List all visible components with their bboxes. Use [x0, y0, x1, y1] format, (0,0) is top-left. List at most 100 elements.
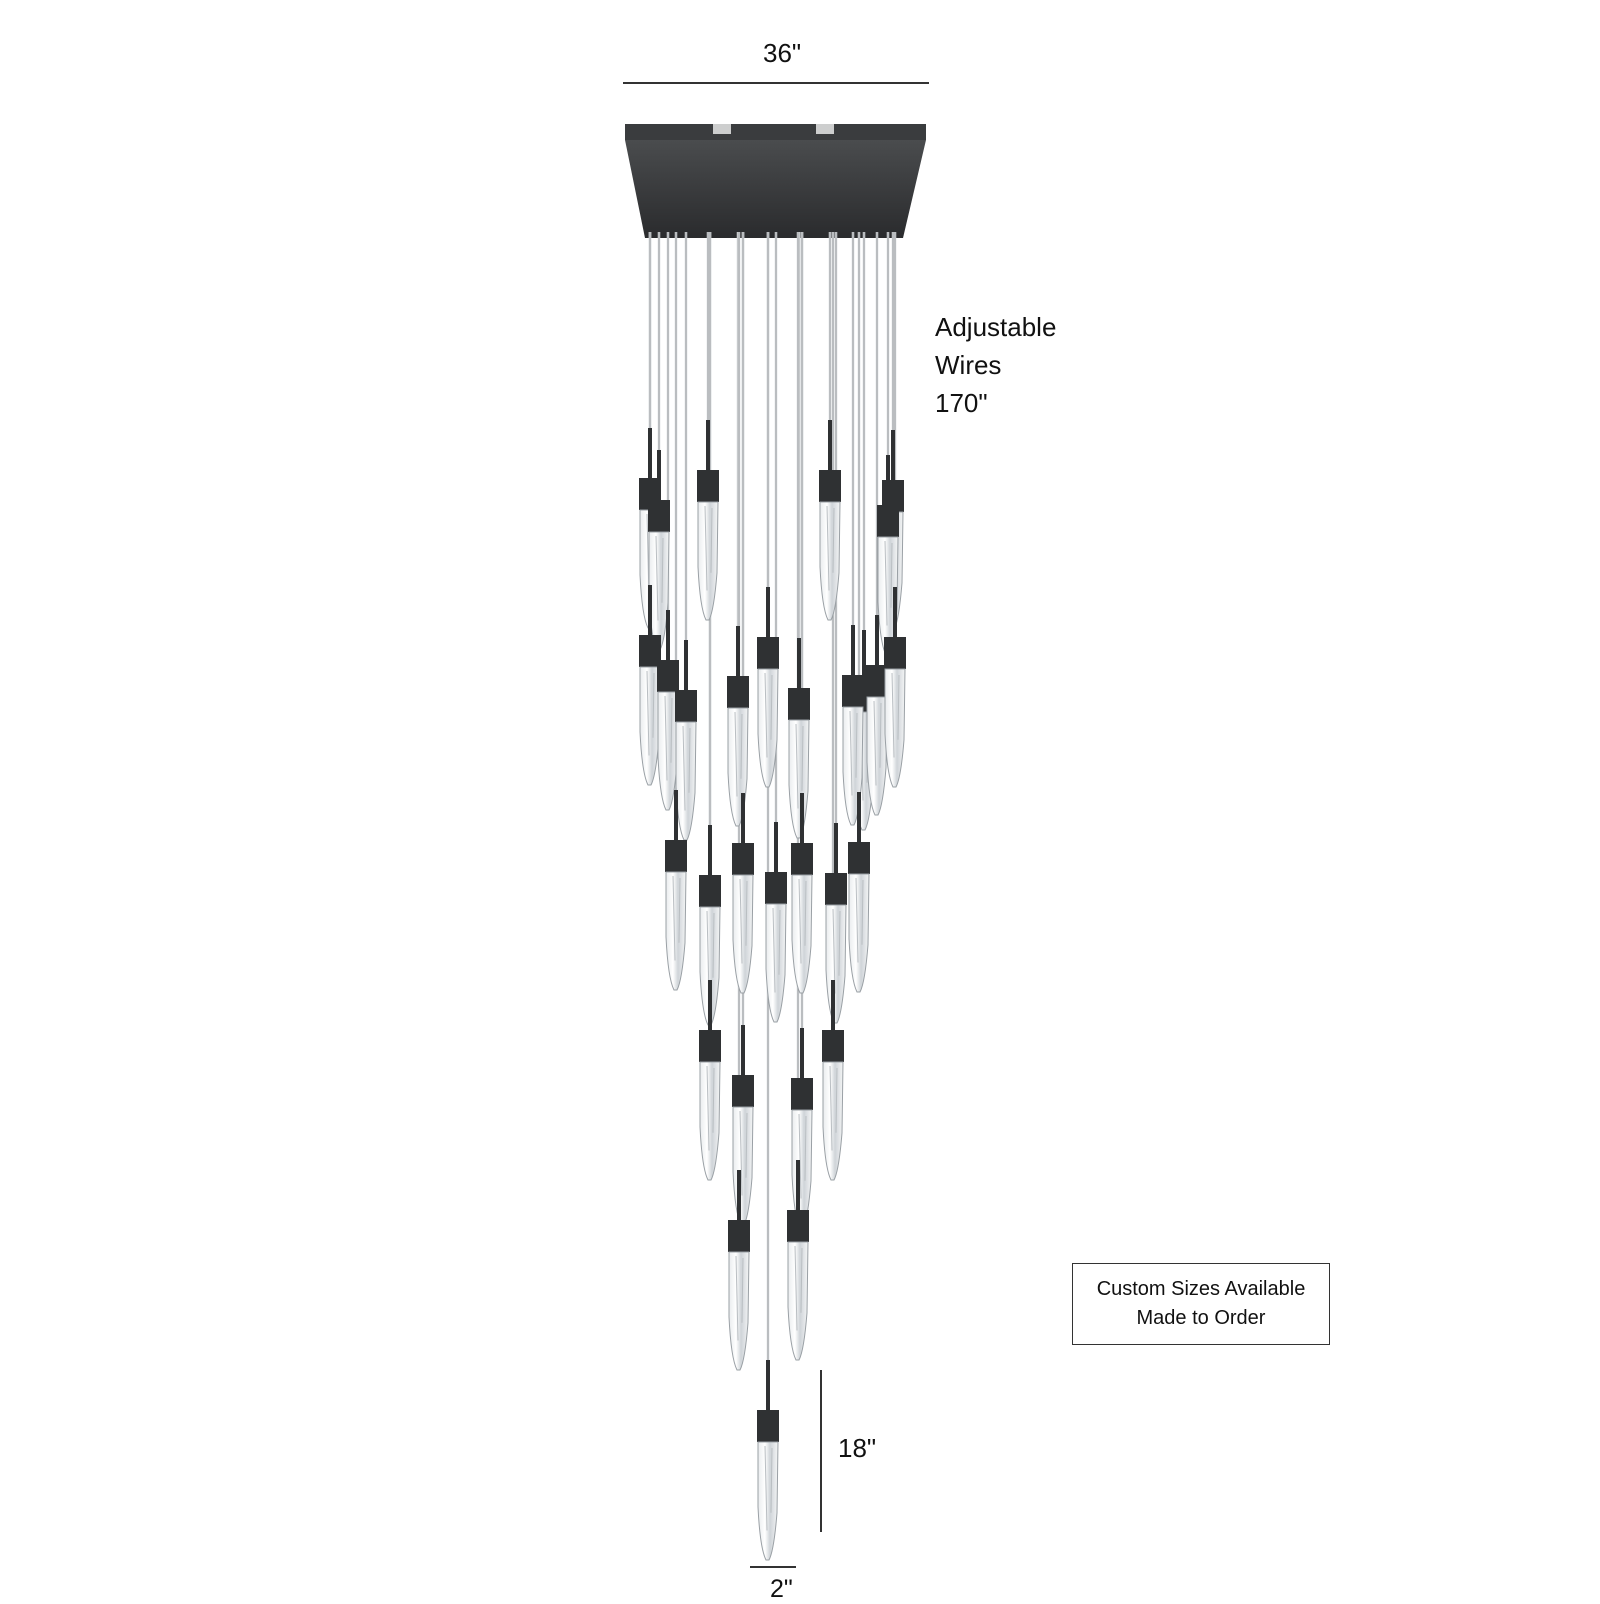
- pendant-cap: [665, 840, 687, 872]
- pendant-cap: [866, 665, 888, 697]
- pendant-17: [665, 790, 687, 991]
- pendant-24: [699, 980, 721, 1181]
- pendant-19: [732, 793, 754, 994]
- pendant-cap: [877, 505, 899, 537]
- pendant-9: [675, 640, 697, 841]
- pendant-cap: [732, 843, 754, 875]
- canopy-connector-right: [816, 124, 834, 134]
- pendant-cap: [788, 688, 810, 720]
- pendant-glass: [732, 1106, 754, 1226]
- pendant-glass-facet: [794, 1245, 803, 1331]
- pendant-22: [825, 823, 847, 1024]
- pendant-20: [765, 822, 787, 1023]
- pendant-rod: [774, 822, 778, 872]
- pendant-glass-facet: [706, 1065, 715, 1151]
- pendant-23: [848, 792, 870, 993]
- pendant-glass-facet: [704, 505, 713, 591]
- pendant-28: [728, 1170, 750, 1371]
- pendant-cap: [819, 470, 841, 502]
- pendant-glass: [757, 668, 779, 788]
- pendant-glass-facet: [849, 710, 858, 796]
- pendant-glass-facet: [764, 672, 773, 758]
- pendant-cap: [848, 842, 870, 874]
- pendant-rod: [857, 792, 861, 842]
- pendant-rod: [737, 1170, 741, 1220]
- pendant-rod: [796, 1160, 800, 1210]
- pendant-rod: [800, 793, 804, 843]
- pendant-rod: [862, 630, 866, 680]
- pendant-glass: [665, 871, 687, 991]
- width-dimension-label: 36": [763, 38, 802, 68]
- wires-label-line-3: 170": [935, 388, 988, 418]
- pendant-cap: [697, 470, 719, 502]
- pendant-rod: [766, 587, 770, 637]
- pendant-25: [732, 1025, 754, 1226]
- pendant-rod: [674, 790, 678, 840]
- pendant-glass-facet: [891, 672, 900, 758]
- pendant-glass-facet: [734, 711, 743, 797]
- pendant-glass-facet: [655, 535, 664, 621]
- pendant-12: [788, 638, 810, 839]
- pendant-26: [791, 1028, 813, 1229]
- pendant-rod: [648, 428, 652, 478]
- pendant-rod: [834, 823, 838, 873]
- pendant-glass: [825, 904, 847, 1024]
- pendant-glass: [819, 501, 841, 621]
- pendant-rod: [875, 615, 879, 665]
- pendant-glass-facet: [829, 1065, 838, 1151]
- pendant-cap: [884, 637, 906, 669]
- pendant-cap: [675, 690, 697, 722]
- pendant-cap: [825, 873, 847, 905]
- pendant-length-label: 18": [838, 1433, 877, 1463]
- pendant-glass: [848, 873, 870, 993]
- pendant-8: [657, 610, 679, 811]
- canopy-face: [625, 140, 926, 238]
- pendant-glass-facet: [672, 875, 681, 961]
- pendant-rod: [741, 1025, 745, 1075]
- pendant-glass-facet: [646, 670, 655, 756]
- pendant-width-dimension-line: [750, 1566, 796, 1568]
- pendant-glass-facet: [855, 877, 864, 963]
- pendant-cap: [791, 1078, 813, 1110]
- pendant-rod: [800, 1028, 804, 1078]
- pendant-cap: [699, 1030, 721, 1062]
- pendant-rod: [706, 420, 710, 470]
- pendant-glass-facet: [739, 1110, 748, 1196]
- canopy-connector-left: [713, 124, 731, 134]
- pendant-rod: [797, 638, 801, 688]
- pendant-glass: [732, 874, 754, 994]
- pendant-glass: [866, 696, 888, 816]
- pendant-glass-facet: [764, 1445, 773, 1531]
- pendant-cap: [757, 1410, 779, 1442]
- pendant-cap: [727, 676, 749, 708]
- pendant-glass: [788, 719, 810, 839]
- pendant-rod: [657, 450, 661, 500]
- custom-sizes-note: Custom Sizes Available Made to Order: [1072, 1263, 1330, 1345]
- pendant-29: [787, 1160, 809, 1361]
- pendant-rod: [736, 626, 740, 676]
- pendant-glass-facet: [772, 907, 781, 993]
- pendant-rod: [886, 455, 890, 505]
- pendant-glass: [791, 874, 813, 994]
- pendant-cap: [657, 660, 679, 692]
- pendant-30: [757, 1360, 779, 1561]
- pendant-glass-facet: [832, 908, 841, 994]
- pendant-2: [697, 420, 719, 621]
- pendant-rod: [708, 980, 712, 1030]
- pendant-cap: [699, 875, 721, 907]
- pendant-cap: [787, 1210, 809, 1242]
- pendant-rod: [828, 420, 832, 470]
- canopy: [625, 124, 926, 238]
- pendant-glass: [822, 1061, 844, 1181]
- pendant-group: [639, 420, 906, 1561]
- pendant-glass: [697, 501, 719, 621]
- pendant-rod: [891, 430, 895, 480]
- pendant-11: [757, 587, 779, 788]
- pendant-glass: [675, 721, 697, 841]
- pendant-rod: [831, 980, 835, 1030]
- pendant-width-label: 2": [770, 1575, 793, 1603]
- pendant-glass: [787, 1241, 809, 1361]
- pendant-10: [727, 626, 749, 827]
- pendant-rod: [684, 640, 688, 690]
